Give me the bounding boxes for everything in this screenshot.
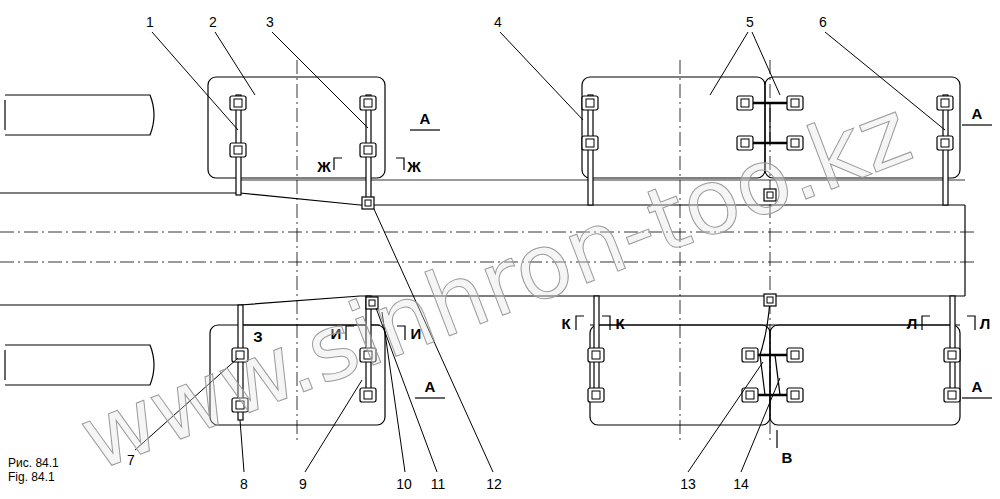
callout-number: 1	[146, 15, 154, 29]
callout-number: 2	[209, 15, 217, 29]
section-mark: Ж	[407, 159, 421, 174]
section-mark: Л	[907, 316, 918, 331]
callout-number: 10	[396, 477, 412, 491]
callout-number: 12	[486, 477, 502, 491]
callout-number: 6	[819, 15, 827, 29]
section-mark: В	[782, 450, 793, 465]
section-mark: К	[561, 316, 570, 331]
callout-number: 3	[266, 15, 274, 29]
figure-caption: Рис. 84.1 Fig. 84.1	[8, 456, 74, 485]
section-mark: К	[615, 316, 624, 331]
section-mark: А	[420, 111, 431, 126]
section-mark: А	[972, 379, 983, 394]
callout-number: 5	[746, 15, 754, 29]
section-mark: Л	[980, 316, 991, 331]
callout-number: 13	[680, 477, 696, 491]
callout-number: 14	[733, 477, 749, 491]
section-mark: А	[425, 379, 436, 394]
section-mark: А	[972, 106, 983, 121]
callout-number: 9	[299, 477, 307, 491]
callout-number: 4	[494, 15, 502, 29]
callout-number: 11	[431, 477, 446, 491]
section-mark: Ж	[317, 159, 331, 174]
callout-number: 8	[240, 477, 248, 491]
